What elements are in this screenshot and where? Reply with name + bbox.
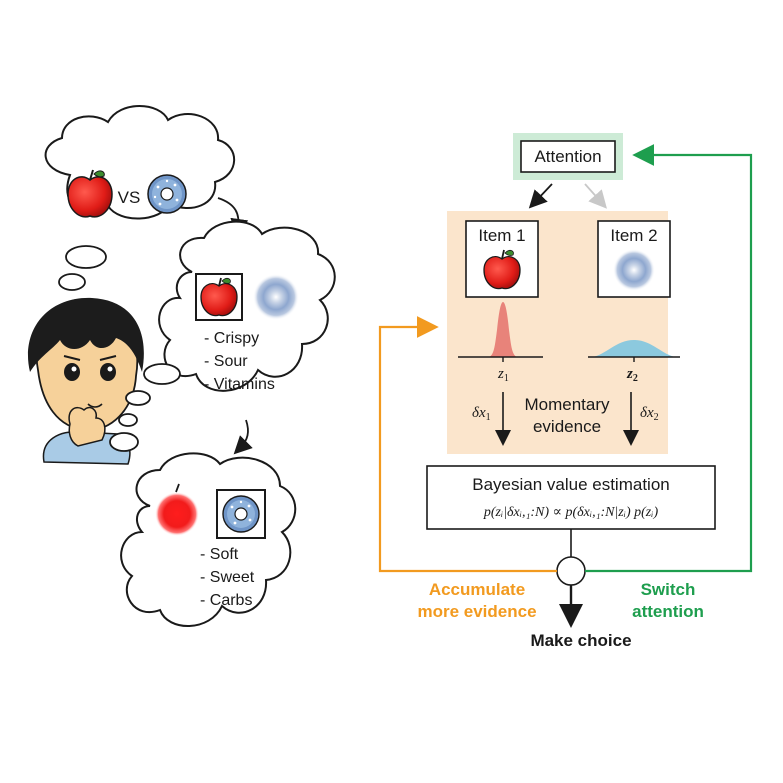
person-illustration xyxy=(27,297,144,465)
donut-attr-3: - Carbs xyxy=(200,592,252,609)
apple-icon xyxy=(200,277,238,317)
apple-icon xyxy=(483,249,521,290)
switch-attention-loop xyxy=(585,144,753,573)
vs-label: VS xyxy=(118,188,141,207)
arrow-to-donut-thought xyxy=(233,419,253,455)
apple-attr-2: - Sour xyxy=(204,353,248,370)
thought-cloud-apple xyxy=(158,220,336,392)
donut-blurred-icon xyxy=(613,249,655,291)
attention-arrow-item2 xyxy=(584,183,607,209)
apple-blurred-icon xyxy=(155,492,199,536)
donut-icon xyxy=(222,495,260,533)
apple-icon xyxy=(67,169,113,218)
accumulate-loop xyxy=(378,316,557,573)
donut-attr-2: - Sweet xyxy=(200,569,255,586)
decision-node xyxy=(556,556,586,586)
bayesian-title: Bayesian value estimation xyxy=(472,475,670,494)
make-choice-label: Make choice xyxy=(530,631,631,650)
apple-attr-3: - Vitamins xyxy=(204,376,275,393)
thought-bubbles-trail-2 xyxy=(109,363,181,452)
attention-box xyxy=(520,140,616,173)
switch-label-2: attention xyxy=(632,602,704,621)
donut-attr-1: - Soft xyxy=(200,546,239,563)
attention-label: Attention xyxy=(534,147,601,166)
momentary-label: Momentary xyxy=(524,395,610,414)
right-panel: Attention Item 1 Item 2 z1 z2 xyxy=(378,133,753,650)
switch-label-1: Switch xyxy=(641,580,696,599)
accumulate-label-1: Accumulate xyxy=(429,580,525,599)
donut-blurred-icon xyxy=(253,274,299,320)
dx2-label: δx2 xyxy=(640,405,659,423)
apple-stem-shape xyxy=(175,483,180,493)
bayesian-formula: p(zᵢ|δxᵢ,₁:N) ∝ p(δxᵢ,₁:N|zᵢ) p(zᵢ) xyxy=(483,505,659,520)
apple-attr-1: - Crispy xyxy=(204,330,259,347)
bayesian-box xyxy=(426,465,716,530)
left-panel: VS ? - Crispy - Sour - Vitamins xyxy=(27,105,336,627)
donut-icon xyxy=(147,174,187,214)
item2-label: Item 2 xyxy=(610,226,657,245)
evidence-label: evidence xyxy=(533,417,601,436)
accumulate-label-2: more evidence xyxy=(417,602,536,621)
z1-label: z1 xyxy=(497,366,509,384)
dx1-label: δx1 xyxy=(472,405,491,423)
item1-label: Item 1 xyxy=(478,226,525,245)
distribution-z1 xyxy=(488,302,518,357)
distribution-z2 xyxy=(592,340,676,357)
z2-label: z2 xyxy=(626,366,638,384)
attention-arrow-item1 xyxy=(528,183,553,209)
